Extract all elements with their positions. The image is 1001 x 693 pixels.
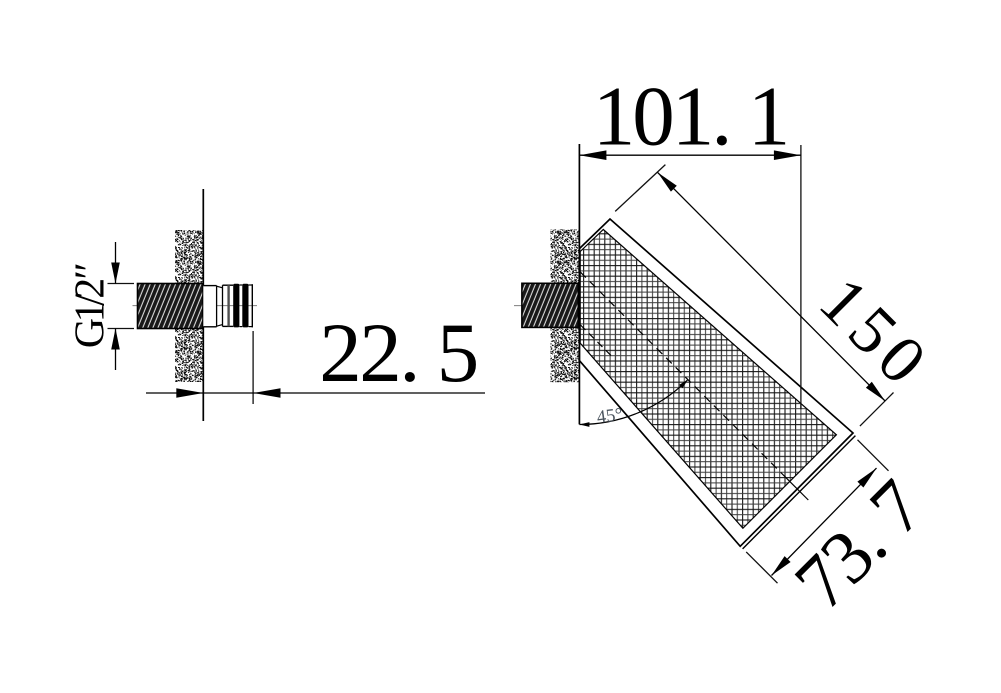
svg-text:G1/2″: G1/2″	[68, 264, 114, 348]
svg-text:45°: 45°	[596, 405, 624, 428]
svg-text:22. 5: 22. 5	[319, 306, 477, 400]
svg-text:101. 1: 101. 1	[593, 70, 788, 164]
